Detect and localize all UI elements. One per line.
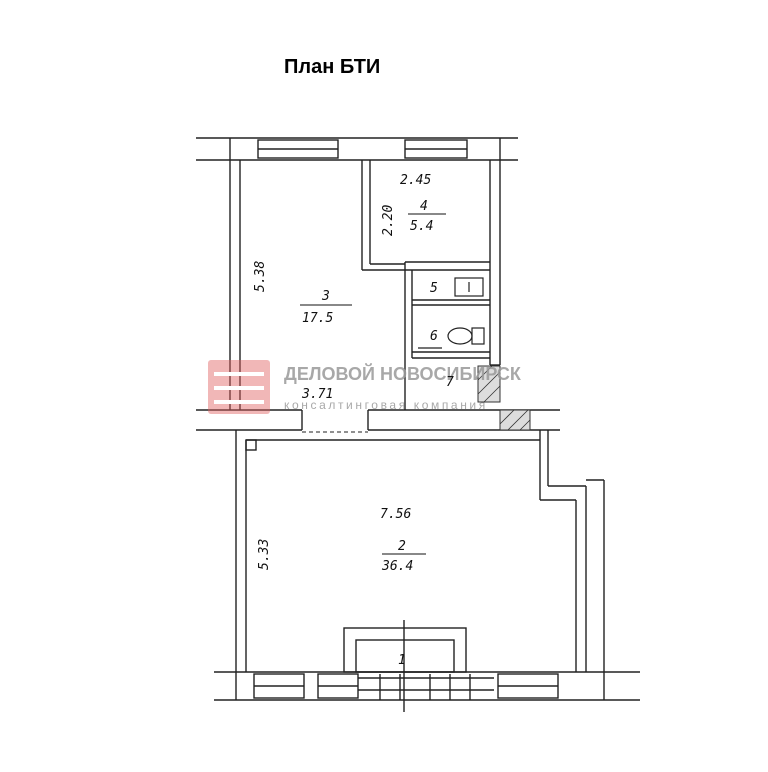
room-2-length: 5.33 (257, 539, 272, 570)
room-4-length: 2.20 (381, 205, 396, 236)
watermark-subtitle: консалтинговая компания (284, 398, 488, 412)
room-4-area: 5.4 (410, 219, 433, 234)
room-2-number: 2 (398, 539, 406, 554)
watermark-name: ДЕЛОВОЙ НОВОСИБИРСК (284, 363, 522, 384)
room-3-number: 3 (321, 289, 330, 304)
room-3-width: 3.71 (301, 387, 333, 402)
watermark-logo (208, 360, 270, 414)
room-3-area: 17.5 (302, 311, 333, 326)
room-3-length: 5.38 (253, 261, 268, 292)
room-2-area: 36.4 (381, 559, 413, 574)
room-4-number: 4 (420, 199, 428, 214)
room-4-width: 2.45 (400, 173, 431, 188)
room-1-number: 1 (398, 653, 406, 668)
lower-walls (214, 430, 640, 712)
room-5-number: 5 (430, 281, 438, 296)
page-title: План БТИ (284, 56, 381, 78)
plumbing-fixtures (418, 277, 485, 349)
room-2-width: 7.56 (380, 507, 411, 522)
room-7-number: 7 (446, 375, 454, 390)
room-6-number: 6 (430, 329, 438, 344)
